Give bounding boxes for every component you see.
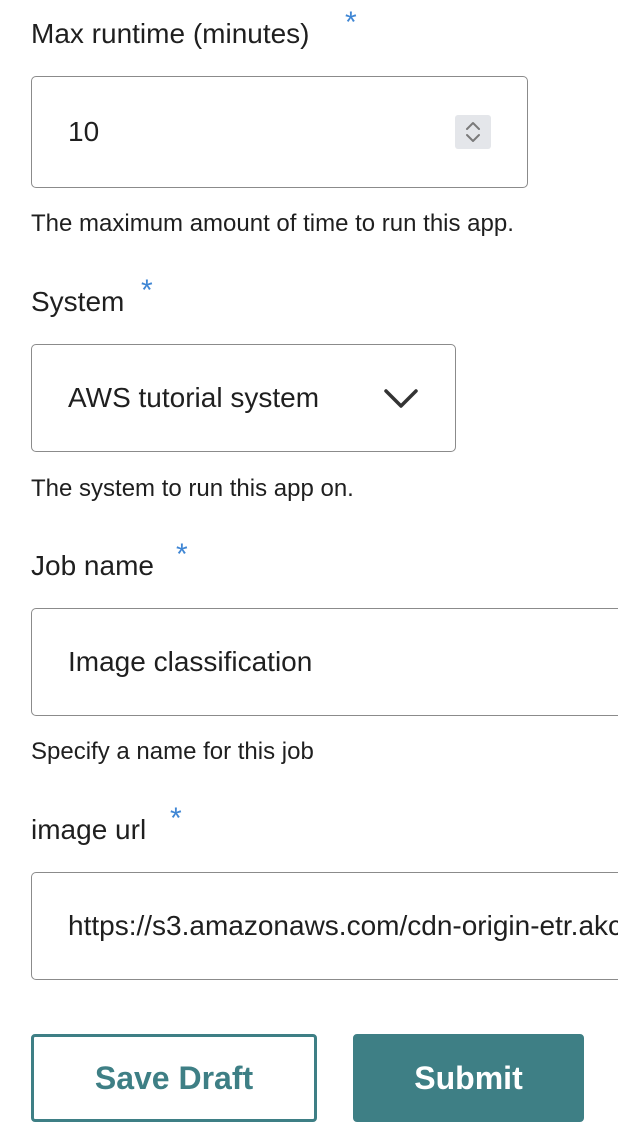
job-name-required-marker: * bbox=[176, 538, 188, 571]
system-selected-value: AWS tutorial system bbox=[68, 382, 320, 413]
job-name-helper: Specify a name for this job bbox=[31, 738, 314, 765]
max-runtime-required-marker: * bbox=[345, 6, 357, 39]
image-url-label-text: image url bbox=[31, 814, 147, 845]
max-runtime-label-text: Max runtime (minutes) bbox=[31, 18, 310, 49]
stepper-arrows-icon[interactable] bbox=[455, 115, 491, 149]
max-runtime-field[interactable] bbox=[31, 76, 528, 188]
max-runtime-helper: The maximum amount of time to run this a… bbox=[31, 210, 514, 237]
image-url-label: image url bbox=[31, 814, 146, 846]
job-name-field[interactable] bbox=[31, 608, 618, 716]
system-select[interactable]: AWS tutorial system bbox=[31, 344, 456, 452]
submit-button[interactable]: Submit bbox=[353, 1034, 584, 1122]
max-runtime-input[interactable] bbox=[68, 77, 428, 187]
save-draft-button[interactable]: Save Draft bbox=[31, 1034, 317, 1122]
max-runtime-label: Max runtime (minutes) bbox=[31, 18, 310, 50]
chevron-down-icon[interactable] bbox=[383, 385, 419, 413]
image-url-input[interactable] bbox=[68, 873, 618, 979]
system-label: System bbox=[31, 286, 124, 318]
image-url-required-marker: * bbox=[170, 802, 182, 835]
job-name-label-text: Job name bbox=[31, 550, 154, 581]
max-runtime-stepper[interactable] bbox=[455, 115, 491, 149]
job-name-label: Job name bbox=[31, 550, 154, 582]
system-helper: The system to run this app on. bbox=[31, 475, 354, 502]
job-name-input[interactable] bbox=[68, 609, 618, 715]
system-label-text: System bbox=[31, 286, 125, 317]
system-required-marker: * bbox=[141, 274, 153, 307]
image-url-field[interactable] bbox=[31, 872, 618, 980]
